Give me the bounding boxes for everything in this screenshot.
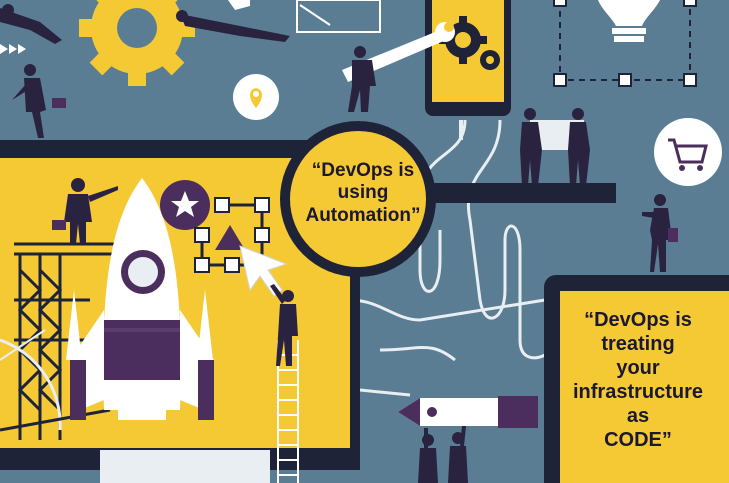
quote-infrastructure-line-1: “DevOps is <box>584 309 692 331</box>
chart-panel <box>296 0 381 33</box>
gear-icon-small <box>480 50 500 70</box>
quote-infrastructure-line-2: treating <box>601 333 675 355</box>
quote-infrastructure: “DevOps is treating your infrastructure … <box>560 308 716 452</box>
quote-infrastructure-line-6: CODE” <box>604 429 672 451</box>
location-pin-icon <box>233 74 279 120</box>
flying-person-1 <box>0 4 62 44</box>
smartphone-bottom <box>544 275 729 483</box>
quote-automation-line-2: using <box>337 182 389 204</box>
flying-person-2 <box>176 10 290 42</box>
selection-frame <box>553 0 697 87</box>
quote-infrastructure-line-5: as <box>626 405 650 427</box>
shopping-cart-icon <box>654 118 722 186</box>
quote-automation: “DevOps is using Automation” <box>290 160 436 227</box>
magnifier-icon <box>280 121 436 277</box>
fountain-pen-icon <box>398 396 538 428</box>
person-on-ladder <box>270 284 298 366</box>
businessmen-with-paper <box>520 108 590 186</box>
quote-automation-line-3: Automation” <box>305 204 421 226</box>
businessman-holding-wrench <box>348 46 376 112</box>
gauge-dial <box>0 329 111 432</box>
gear-icon <box>79 0 195 86</box>
quote-infrastructure-line-3: your <box>616 357 660 379</box>
people-carrying-pen <box>418 426 468 483</box>
star-icon <box>160 180 210 230</box>
node-graph-icon <box>194 197 270 273</box>
smartphone-top <box>425 0 511 140</box>
quote-infrastructure-line-4: infrastructure <box>572 381 704 403</box>
businessman-pointing <box>52 178 118 244</box>
businesswoman-standing <box>642 194 678 272</box>
rocket-icon <box>66 178 214 420</box>
lightbulb-icon <box>598 0 660 42</box>
businesswoman-walking <box>12 64 66 138</box>
platform-bar <box>420 183 616 203</box>
play-arrows-icon <box>0 44 26 54</box>
quote-automation-line-1: “DevOps is <box>311 160 415 181</box>
speech-bubble <box>228 0 250 10</box>
